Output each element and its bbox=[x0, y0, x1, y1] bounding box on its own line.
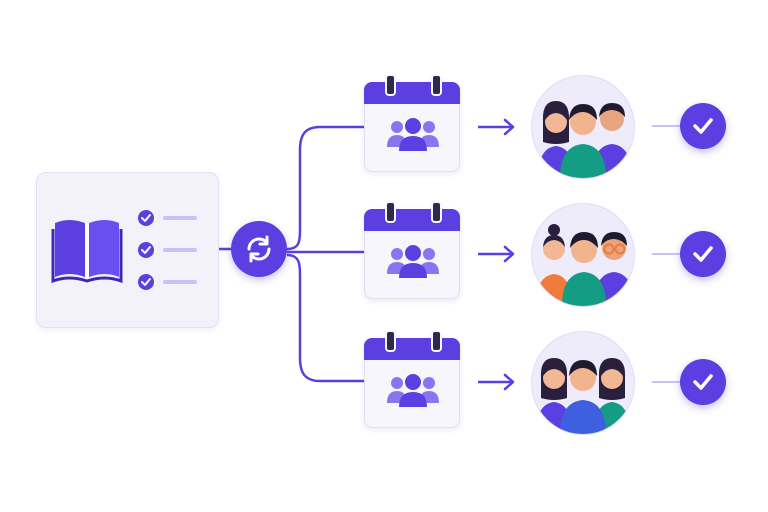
arrow-top bbox=[478, 118, 515, 136]
check-circle-icon bbox=[138, 274, 154, 290]
team-people-icon bbox=[538, 101, 632, 178]
check-circle-icon bbox=[693, 118, 713, 134]
arrow-middle bbox=[478, 245, 515, 263]
calendar-header bbox=[364, 82, 460, 104]
source-card bbox=[36, 172, 219, 328]
hub-to-branch-bottom bbox=[286, 253, 364, 383]
checklist-line bbox=[163, 248, 197, 252]
result-check-bottom bbox=[680, 359, 726, 405]
calendar-header bbox=[364, 338, 460, 360]
check-circle-icon bbox=[693, 246, 713, 262]
hub-to-branch-top bbox=[286, 125, 364, 251]
check-circle-icon bbox=[693, 374, 713, 390]
open-book-icon bbox=[51, 220, 123, 283]
calendar-ring bbox=[431, 74, 442, 96]
team-people-icon bbox=[536, 224, 634, 306]
sync-arrows-icon bbox=[247, 235, 271, 263]
calendar-ring bbox=[385, 201, 396, 223]
result-check-top bbox=[680, 103, 726, 149]
team-group-top bbox=[531, 75, 635, 179]
calendar-bottom bbox=[364, 330, 460, 428]
team-people-icon bbox=[536, 358, 630, 434]
check-circle-icon bbox=[138, 210, 154, 226]
result-check-middle bbox=[680, 231, 726, 277]
checklist bbox=[137, 209, 207, 300]
calendar-middle bbox=[364, 201, 460, 299]
checklist-line bbox=[163, 280, 197, 284]
team-group-bottom bbox=[531, 331, 635, 435]
calendar-ring bbox=[385, 74, 396, 96]
arrow-bottom bbox=[478, 373, 515, 391]
checklist-line bbox=[163, 216, 197, 220]
sync-hub bbox=[231, 221, 287, 277]
calendar-team-icon bbox=[387, 118, 439, 151]
calendar-ring bbox=[431, 201, 442, 223]
calendar-ring bbox=[385, 330, 396, 352]
calendar-team-icon bbox=[387, 374, 439, 407]
calendar-team-icon bbox=[387, 245, 439, 278]
team-group-middle bbox=[531, 203, 635, 307]
check-circle-icon bbox=[138, 242, 154, 258]
calendar-top bbox=[364, 74, 460, 172]
calendar-ring bbox=[431, 330, 442, 352]
calendar-header bbox=[364, 209, 460, 231]
